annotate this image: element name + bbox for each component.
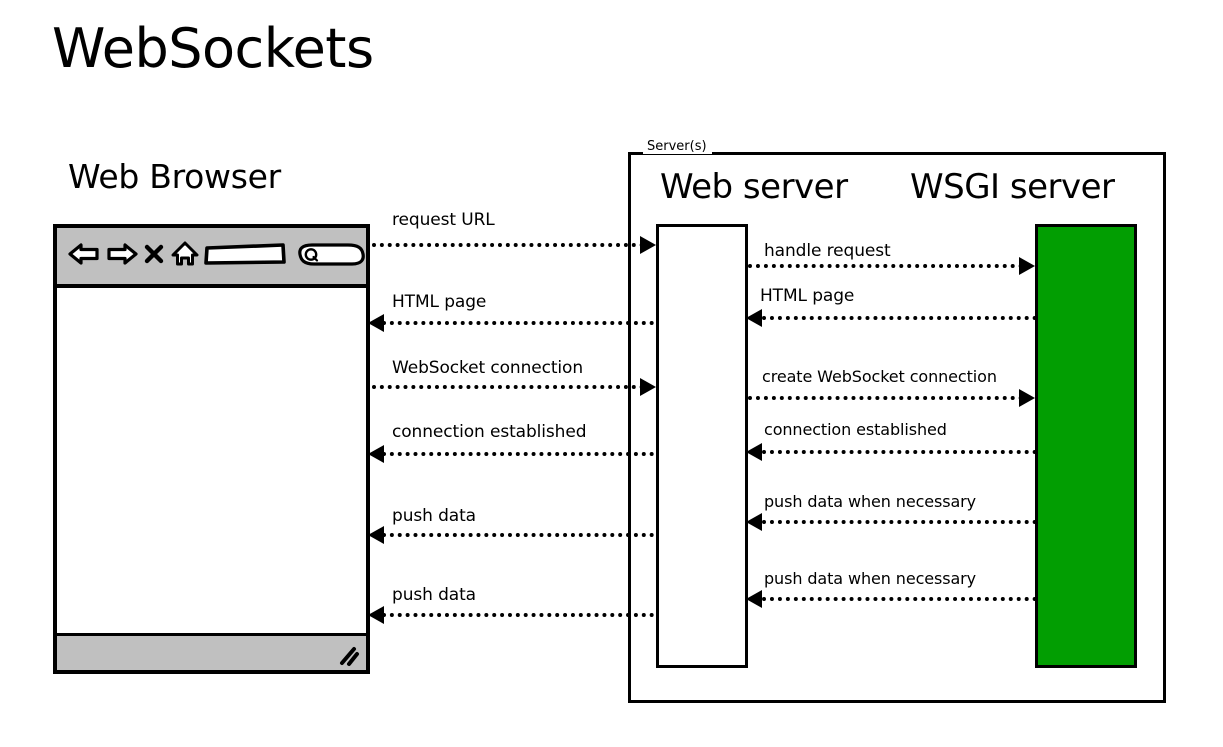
back-arrow-icon[interactable]	[67, 240, 101, 272]
message-line-connection-established-browser	[382, 452, 654, 456]
message-line-push-data-necessary-1	[762, 520, 1037, 524]
arrowhead-left-connection-established-wsgi	[746, 443, 762, 461]
message-label-html-page-wsgi: HTML page	[760, 286, 855, 306]
browser-heading: Web Browser	[68, 157, 281, 196]
message-line-create-websocket-connection	[748, 396, 1023, 400]
message-label-html-page-browser: HTML page	[392, 292, 487, 312]
message-label-handle-request: handle request	[764, 241, 891, 261]
browser-toolbar	[57, 228, 366, 288]
arrowhead-left-connection-established-browser	[368, 445, 384, 463]
message-label-connection-established-wsgi: connection established	[764, 420, 947, 439]
message-label-create-websocket-connection: create WebSocket connection	[762, 367, 997, 386]
message-line-push-data-2	[382, 613, 654, 617]
arrowhead-left-push-data-1	[368, 526, 384, 544]
arrowhead-right-websocket-connection	[640, 378, 656, 396]
server-group-box	[628, 152, 1166, 703]
arrowhead-right-handle-request	[1019, 257, 1035, 275]
message-line-html-page-wsgi	[762, 316, 1037, 320]
message-label-request-url: request URL	[392, 210, 495, 230]
server-group-legend: Server(s)	[643, 140, 712, 154]
message-line-push-data-necessary-2	[762, 597, 1037, 601]
message-line-html-page-browser	[382, 321, 654, 325]
search-input[interactable]	[298, 239, 366, 273]
url-input[interactable]	[203, 241, 287, 271]
arrowhead-left-push-data-necessary-1	[746, 513, 762, 531]
stop-x-icon[interactable]	[142, 240, 166, 272]
message-label-websocket-connection: WebSocket connection	[392, 358, 584, 378]
wsgi-server-lifeline	[1035, 224, 1137, 668]
web-server-heading: Web server	[660, 167, 848, 207]
browser-statusbar	[57, 633, 366, 670]
message-line-websocket-connection	[372, 385, 644, 389]
browser-viewport	[57, 288, 366, 633]
message-line-connection-established-wsgi	[762, 450, 1037, 454]
arrowhead-right-create-websocket-connection	[1019, 389, 1035, 407]
arrowhead-left-push-data-2	[368, 606, 384, 624]
message-label-push-data-2: push data	[392, 585, 476, 605]
message-label-connection-established-browser: connection established	[392, 422, 587, 442]
message-line-request-url	[372, 243, 644, 247]
message-label-push-data-1: push data	[392, 506, 476, 526]
message-label-push-data-necessary-1: push data when necessary	[764, 492, 977, 511]
arrowhead-left-html-page-browser	[368, 314, 384, 332]
web-server-lifeline	[656, 224, 748, 668]
home-icon[interactable]	[170, 239, 200, 273]
page-title: WebSockets	[52, 17, 374, 80]
arrowhead-left-html-page-wsgi	[746, 309, 762, 327]
resize-grip-icon[interactable]	[338, 645, 360, 667]
message-label-push-data-necessary-2: push data when necessary	[764, 569, 977, 588]
forward-arrow-icon[interactable]	[105, 240, 139, 272]
browser-window	[53, 224, 370, 674]
arrowhead-left-push-data-necessary-2	[746, 590, 762, 608]
message-line-handle-request	[748, 264, 1023, 268]
message-line-push-data-1	[382, 533, 654, 537]
wsgi-server-heading: WSGI server	[910, 167, 1115, 207]
arrowhead-right-request-url	[640, 236, 656, 254]
